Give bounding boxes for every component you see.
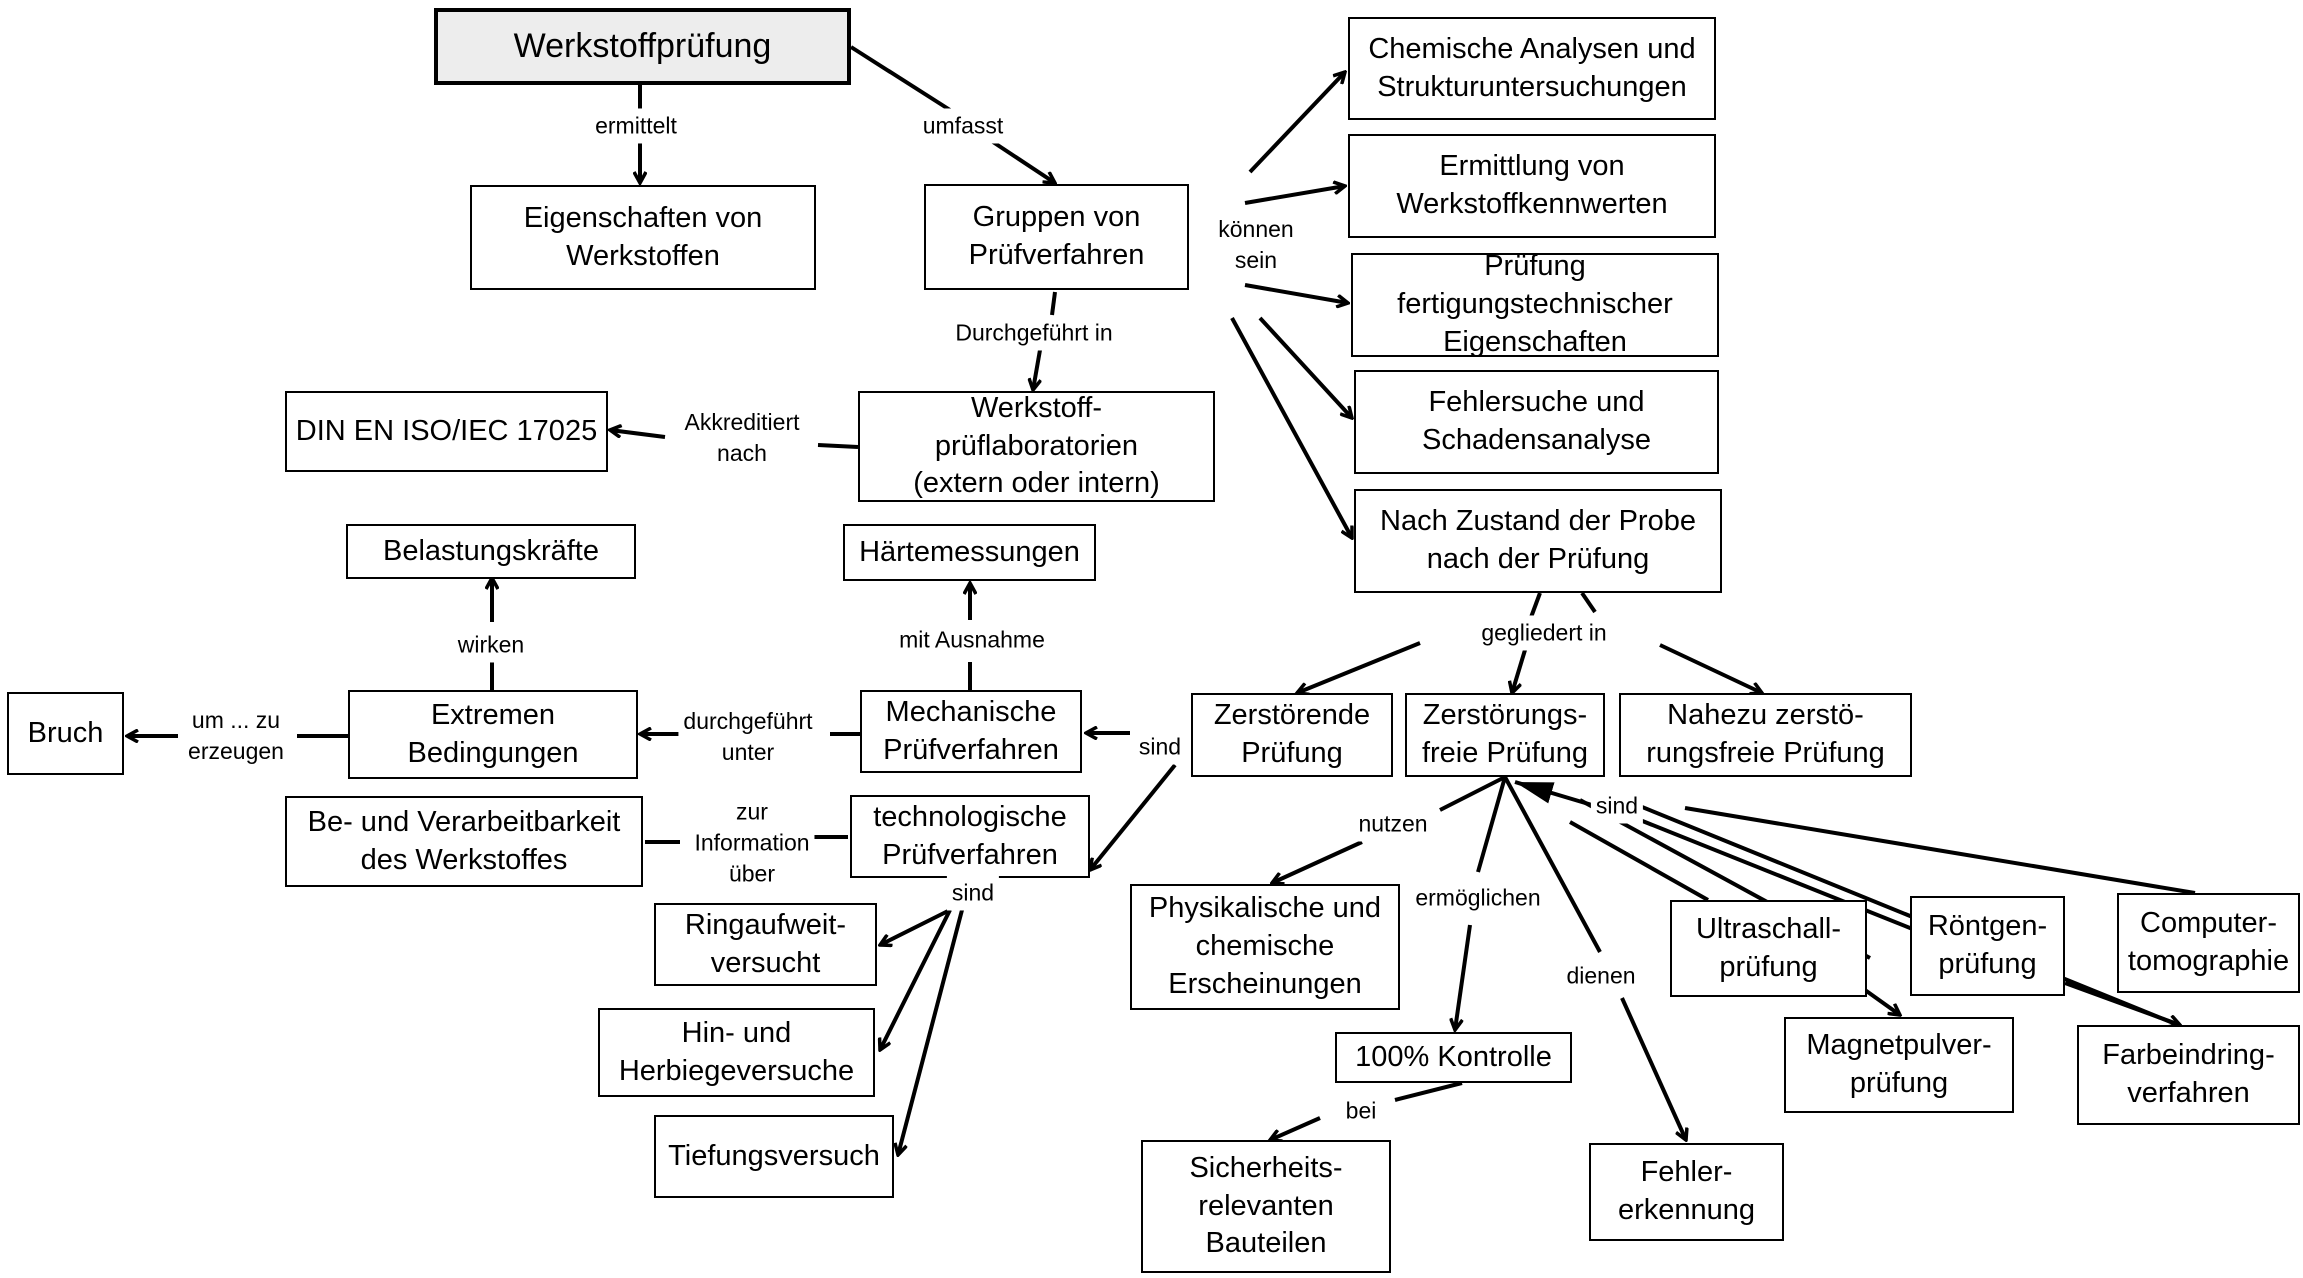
connector-computer-sind (1684, 806, 2196, 895)
arrow-zustand-zfp (1512, 649, 1527, 693)
node-ermittlung-kennwerte: Ermittlung von Werkstoffkennwerten (1348, 134, 1716, 238)
arrow-roentgen-farbeindring (2064, 981, 2180, 1025)
arrow-root-gruppen (988, 138, 1055, 183)
node-computertomographie: Computer- tomographie (2117, 893, 2300, 993)
node-werkstoffpruef-labor: Werkstoff- prüflaboratorien (extern oder… (858, 391, 1215, 502)
node-bruch: Bruch (7, 692, 124, 775)
connector-ultraschall-sind (1569, 820, 1709, 902)
node-be-verarbeitbarkeit: Be- und Verarbeitbarkeit des Werkstoffes (285, 796, 643, 887)
connector-roentgen-sind (1639, 818, 1916, 932)
edge-label-sind-mechanisch: sind (1133, 729, 1187, 765)
arrow-labor-din (610, 430, 666, 439)
edge-label-akkreditiert-nach: Akkreditiert nach (679, 404, 805, 472)
arrow-zfp-kontrolle (1455, 924, 1472, 1030)
node-physikalische-erscheinungen: Physikalische und chemische Erscheinunge… (1130, 884, 1400, 1010)
edge-label-bei: bei (1340, 1093, 1382, 1129)
arrow-tech-ringaufweit (880, 908, 951, 945)
node-werkstoffpruefung: Werkstoffprüfung (434, 8, 851, 85)
node-extremen-bedingungen: Extremen Bedingungen (348, 690, 638, 779)
arrow-gruppen-chemische (1248, 72, 1345, 174)
node-haertemessungen: Härtemessungen (843, 524, 1096, 581)
edge-label-umfasst: umfasst (917, 108, 1009, 144)
edge-label-zur-information: zur Information über (689, 794, 815, 892)
node-hin-herbiegeversuche: Hin- und Herbiegeversuche (598, 1008, 875, 1097)
node-ultraschallpruefung: Ultraschall- prüfung (1670, 900, 1867, 997)
arrow-ultraschall-magnetpulver (1863, 988, 1900, 1015)
node-ringaufweitversuch: Ringaufweit- versucht (654, 903, 877, 986)
connector-zfp-nutzen (1439, 775, 1506, 812)
arrow-gruppen-zustand (1230, 317, 1354, 538)
connector-root-gruppen (849, 45, 952, 112)
connector-labor-din (817, 443, 859, 449)
node-fehlererkennung: Fehler- erkennung (1589, 1143, 1784, 1241)
arrow-gruppen-fehlersuche (1258, 316, 1352, 418)
arrow-gruppen-labor (1033, 349, 1042, 390)
arrow-zfp-fehlererkennung (1620, 997, 1686, 1140)
node-zerstoerungsfreie-pruefung: Zerstörungs- freie Prüfung (1405, 693, 1605, 777)
edge-label-sind-technologisch: sind (946, 875, 1000, 911)
node-magnetpulverpruefung: Magnetpulver- prüfung (1784, 1017, 2014, 1113)
arrow-tech-tiefung (898, 909, 964, 1155)
node-din-en-iso: DIN EN ISO/IEC 17025 (285, 391, 608, 472)
arrow-sind-tech (1090, 763, 1177, 870)
node-eigenschaften: Eigenschaften von Werkstoffen (470, 185, 816, 290)
edge-label-dienen: dienen (1561, 958, 1641, 994)
connector-zustand-right (1580, 591, 1597, 614)
arrow-gruppen-ermittlung (1244, 186, 1345, 205)
node-farbeindringverfahren: Farbeindring- verfahren (2077, 1025, 2300, 1125)
edge-label-durchgefuehrt-in: Durchgeführt in (950, 315, 1118, 351)
edge-label-nutzen: nutzen (1353, 806, 1433, 842)
edge-label-um-zu-erzeugen: um ... zu erzeugen (183, 702, 289, 770)
node-tiefungsversuch: Tiefungsversuch (654, 1115, 894, 1198)
connector-gruppen-labor (1050, 291, 1057, 316)
edge-label-durchgefuehrt-unter: durchgeführt unter (678, 703, 818, 771)
node-chemische-analysen: Chemische Analysen und Strukturuntersuch… (1348, 17, 1716, 120)
node-roentgenpruefung: Röntgen- prüfung (1910, 896, 2065, 996)
arrow-zustand-nahezu (1659, 643, 1762, 693)
node-fehlersuche: Fehlersuche und Schadensanalyse (1354, 370, 1719, 474)
node-gruppen-pruefverfahren: Gruppen von Prüfverfahren (924, 184, 1189, 290)
node-technologische-pruefverfahren: technologische Prüfverfahren (850, 795, 1090, 878)
edge-label-koennen-sein: können sein (1213, 211, 1299, 279)
connectors (127, 45, 2196, 1155)
node-nahezu-zerstoerungsfrei: Nahezu zerstö- rungsfreie Prüfung (1619, 693, 1912, 777)
edge-label-wirken: wirken (452, 627, 530, 663)
arrow-sind-zfp (1514, 780, 1593, 807)
node-nach-zustand: Nach Zustand der Probe nach der Prüfung (1354, 489, 1722, 593)
node-mechanische-pruefverfahren: Mechanische Prüfverfahren (860, 690, 1082, 773)
node-belastungskraefte: Belastungskräfte (346, 524, 636, 579)
node-pruefung-fertigung: Prüfung fertigungstechnischer Eigenschaf… (1351, 250, 1719, 358)
arrow-tech-hinher (880, 909, 952, 1050)
arrow-zfp-physikalische (1272, 840, 1363, 883)
arrow-gruppen-pruefung (1244, 283, 1348, 303)
arrow-kontrolle-sicherheit (1270, 1116, 1321, 1140)
edge-label-gegliedert-in: gegliedert in (1476, 615, 1612, 651)
connector-zfp-ermoeglichen (1476, 776, 1507, 873)
edge-label-sind-zfp: sind (1590, 788, 1644, 824)
arrow-zustand-zerstoerende (1297, 641, 1421, 693)
node-sicherheitsrelevante-bauteile: Sicherheits- relevanten Bauteilen (1141, 1140, 1391, 1273)
node-zerstoerende-pruefung: Zerstörende Prüfung (1191, 693, 1393, 777)
edge-label-ermoeglichen: ermöglichen (1410, 880, 1546, 916)
connector-farbeindring-sind (1619, 796, 2179, 1027)
edge-label-ermittelt: ermittelt (590, 108, 682, 144)
connector-kontrolle-bei (1394, 1081, 1463, 1102)
connector-zfp-dienen (1503, 776, 1602, 953)
edge-label-mit-ausnahme: mit Ausnahme (894, 622, 1050, 658)
node-100-kontrolle: 100% Kontrolle (1335, 1032, 1572, 1083)
